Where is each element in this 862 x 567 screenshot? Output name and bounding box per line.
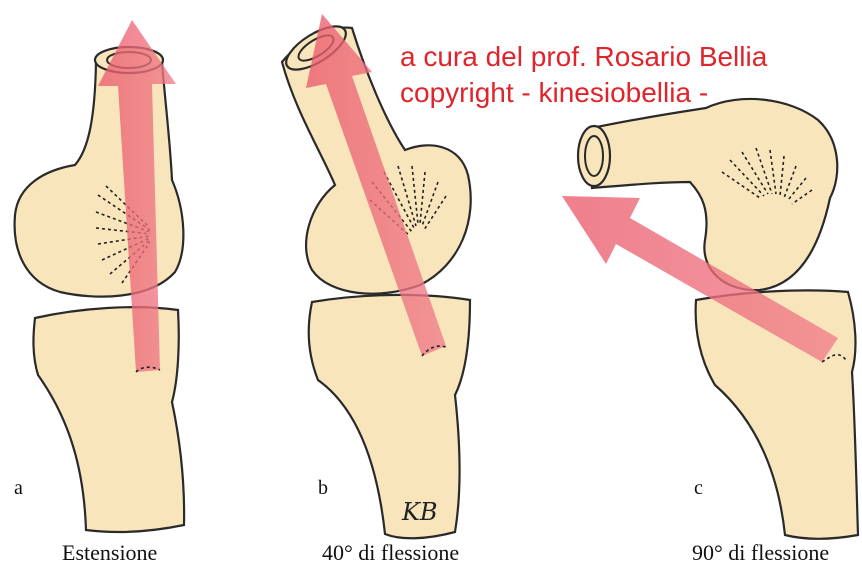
- credit-line-1: a cura del prof. Rosario Bellia: [400, 41, 768, 72]
- femur-c: [592, 99, 837, 290]
- panel-letter-b: b: [318, 477, 328, 499]
- panel-a: a Estensione: [14, 20, 184, 565]
- tibia-b: [309, 295, 470, 538]
- panel-caption-a: Estensione: [62, 540, 157, 565]
- panel-letter-c: c: [694, 477, 703, 499]
- credit-line-2: copyright - kinesiobellia -: [400, 77, 708, 108]
- signature-logo: KB: [401, 498, 438, 526]
- panel-caption-c: 90° di flessione: [692, 540, 829, 565]
- panel-letter-a: a: [14, 477, 23, 499]
- tibia-a: [33, 307, 184, 532]
- panel-caption-b: 40° di flessione: [322, 540, 459, 565]
- panel-c: c 90° di flessione: [562, 99, 858, 565]
- femur-a: [15, 57, 184, 297]
